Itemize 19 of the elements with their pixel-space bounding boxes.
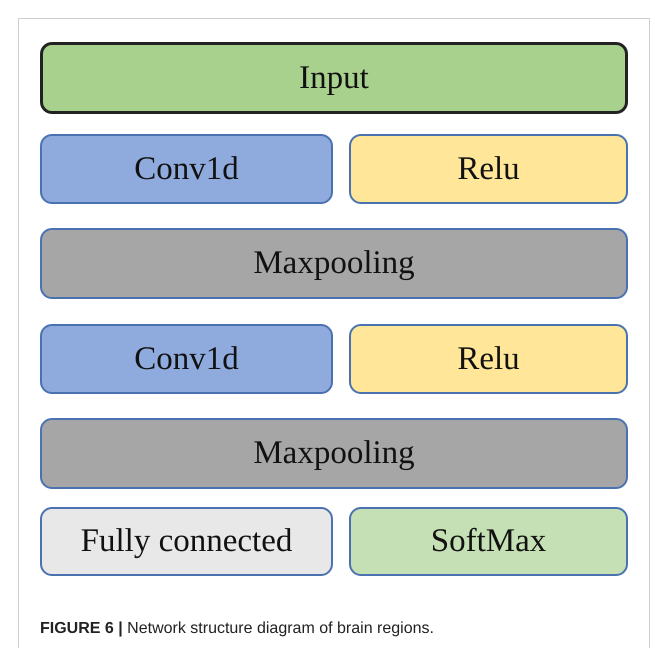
dense-layer-box <box>40 507 333 576</box>
layer-label: SoftMax <box>430 523 546 560</box>
layer-label: Fully connected <box>80 523 292 560</box>
layer-label: Conv1d <box>134 150 239 188</box>
activation-layer-box <box>349 134 628 204</box>
pooling-layer-box <box>40 228 628 299</box>
conv-layer-box <box>40 324 333 394</box>
layer-label: Conv1d <box>134 340 239 378</box>
layer-label: Input <box>299 60 369 96</box>
pooling-layer-box <box>40 418 628 489</box>
layer-label: Maxpooling <box>253 435 415 472</box>
input-layer-box <box>40 42 628 114</box>
layer-label: Relu <box>457 150 520 188</box>
figure-caption: FIGURE 6 | Network structure diagram of brain regions. <box>40 620 434 638</box>
output-layer-box <box>349 507 628 576</box>
layer-label: Maxpooling <box>253 245 415 282</box>
conv-layer-box <box>40 134 333 204</box>
activation-layer-box <box>349 324 628 394</box>
layer-label: Relu <box>457 340 520 378</box>
